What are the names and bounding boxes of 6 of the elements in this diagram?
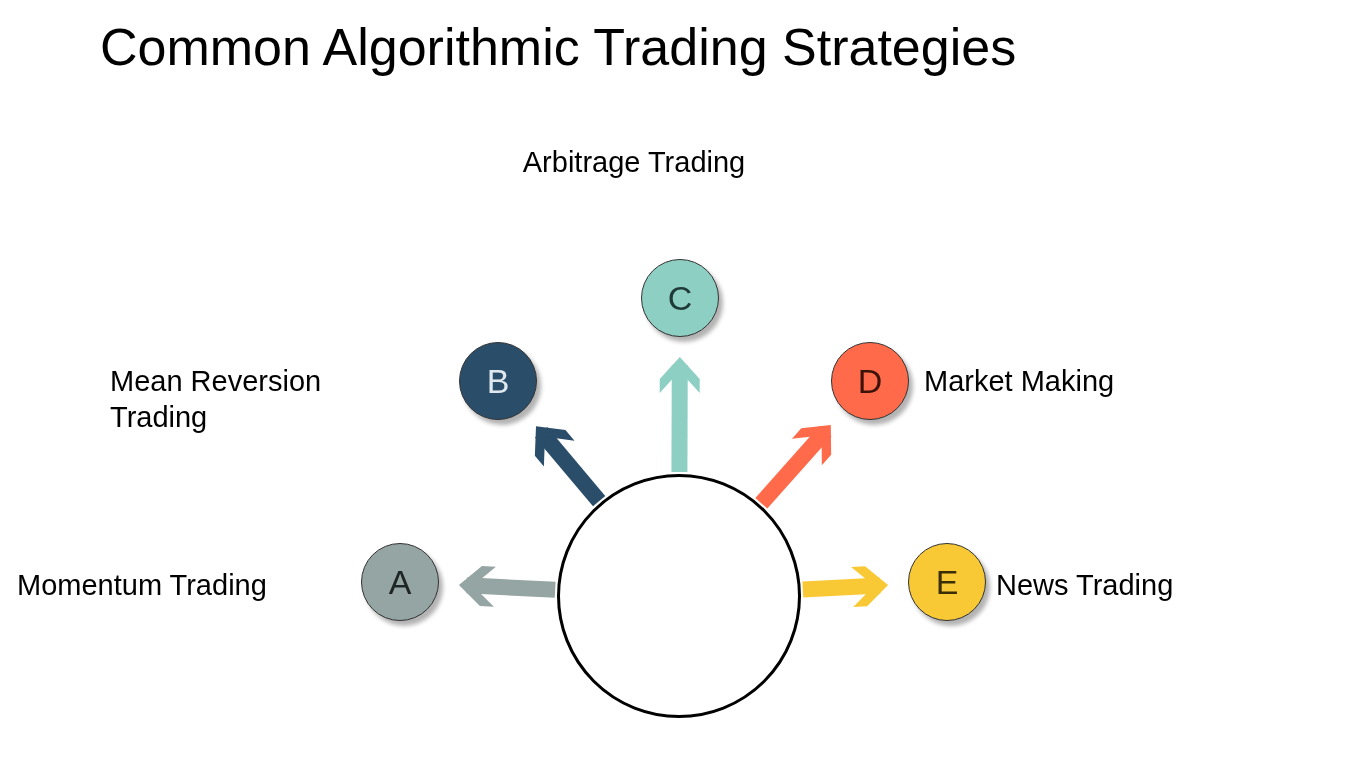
- strategy-label: News Trading: [996, 568, 1175, 603]
- strategy-label: Mean Reversion Trading: [110, 364, 323, 435]
- strategy-label: Market Making: [924, 364, 1116, 399]
- strategy-label: Momentum Trading: [17, 568, 268, 603]
- title: Common Algorithmic Trading Strategies: [100, 17, 1017, 78]
- strategy-label: Arbitrage Trading: [521, 145, 747, 180]
